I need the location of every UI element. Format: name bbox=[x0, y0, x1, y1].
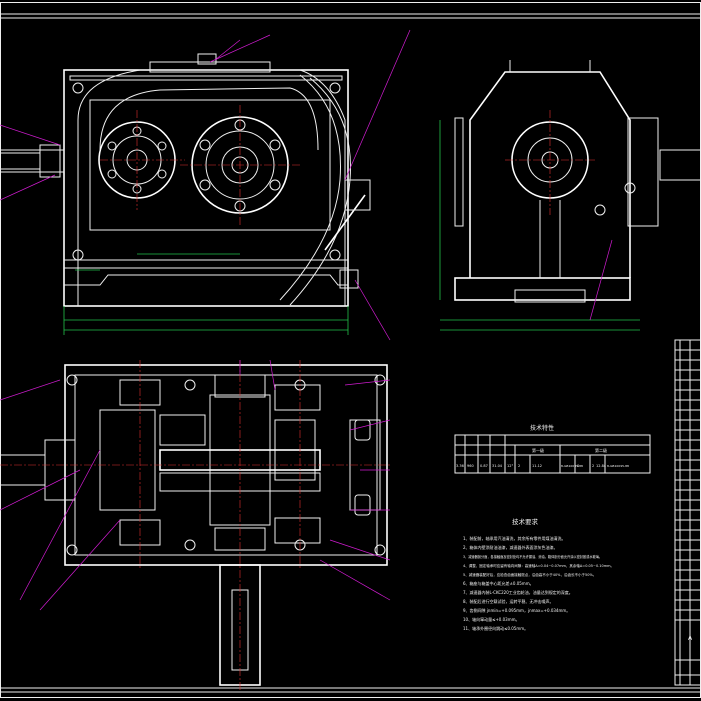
stage2-label: 第二级 bbox=[595, 447, 607, 453]
tech-req-1: 1、装配前，轴承用汽油清洗，其余所有零件用煤油清洗。 bbox=[463, 535, 566, 541]
spec-beta1: 12° bbox=[507, 464, 513, 468]
tech-req-6: 6、箱座与箱盖中心距允差±0.05mm。 bbox=[463, 580, 534, 586]
tech-req-8: 8、装配后进行空载试验，运转平稳、无冲击噪声。 bbox=[463, 598, 554, 604]
side-view bbox=[439, 60, 701, 331]
tech-requirements: 技术要求 1、装配前，轴承用汽油清洗，其余所有零件用煤油清洗。 2、箱体内壁涂耐… bbox=[463, 517, 614, 631]
tech-req-4: 4、调整、固定轴承时应留有轴向间隙：高速轴Δ=0.04~0.07mm，其余轴Δ=… bbox=[463, 563, 614, 568]
spec-power: 3.36 bbox=[456, 464, 464, 468]
tech-req-9: 9、齿侧间隙 jnmin=+0.095mm，jnmax=+0.034mm。 bbox=[463, 607, 570, 613]
spec-z1: 11.12 bbox=[532, 464, 542, 468]
tech-req-2: 2、箱体内壁涂耐油油漆，减速器外表面涂灰色油漆。 bbox=[463, 544, 558, 550]
stage1-label: 第一级 bbox=[532, 447, 544, 453]
top-view bbox=[0, 359, 391, 690]
title-block-letter: A bbox=[688, 635, 693, 642]
title-block: A bbox=[674, 339, 701, 686]
tech-specs-table: 技术特性 第一级 第二级 3.36 960 0.87 31.04 12° 2 1… bbox=[454, 424, 651, 474]
spec-grade1: 8-GB10095-88 bbox=[561, 464, 583, 468]
spec-ratio: 31.04 bbox=[492, 464, 503, 468]
front-view bbox=[0, 29, 411, 341]
spec-speed: 960 bbox=[467, 464, 474, 468]
spec-mn2: 2 bbox=[592, 464, 594, 468]
tech-req-10: 10、轴向窜动量≤+0.03mm。 bbox=[463, 616, 520, 622]
tech-req-title: 技术要求 bbox=[512, 517, 539, 526]
tech-req-7: 7、减速器内装L-CKC220工业齿轮油，油量达到规定的深度。 bbox=[463, 589, 573, 595]
tech-req-3: 3、减速器剖分面，各接触面及密封处均不允许漏油、渗油。箱体剖分面允许涂以密封胶或… bbox=[463, 554, 602, 559]
spec-mn1: 2 bbox=[518, 464, 520, 468]
spec-z2: 12.84 bbox=[596, 464, 607, 468]
spec-grade2: 8-GB10095-88 bbox=[607, 464, 629, 468]
spec-eff: 0.87 bbox=[480, 464, 488, 468]
tech-req-11: 11、轴承外圈径向跳动≤0.05mm。 bbox=[463, 625, 528, 631]
tech-specs-title: 技术特性 bbox=[530, 424, 554, 432]
tech-req-5: 5、减速器装配好后，应检查齿面接触斑点，沿齿高不小于40%，沿齿长不小于50%。 bbox=[463, 572, 596, 577]
spec-beta2: 0 bbox=[577, 464, 579, 468]
